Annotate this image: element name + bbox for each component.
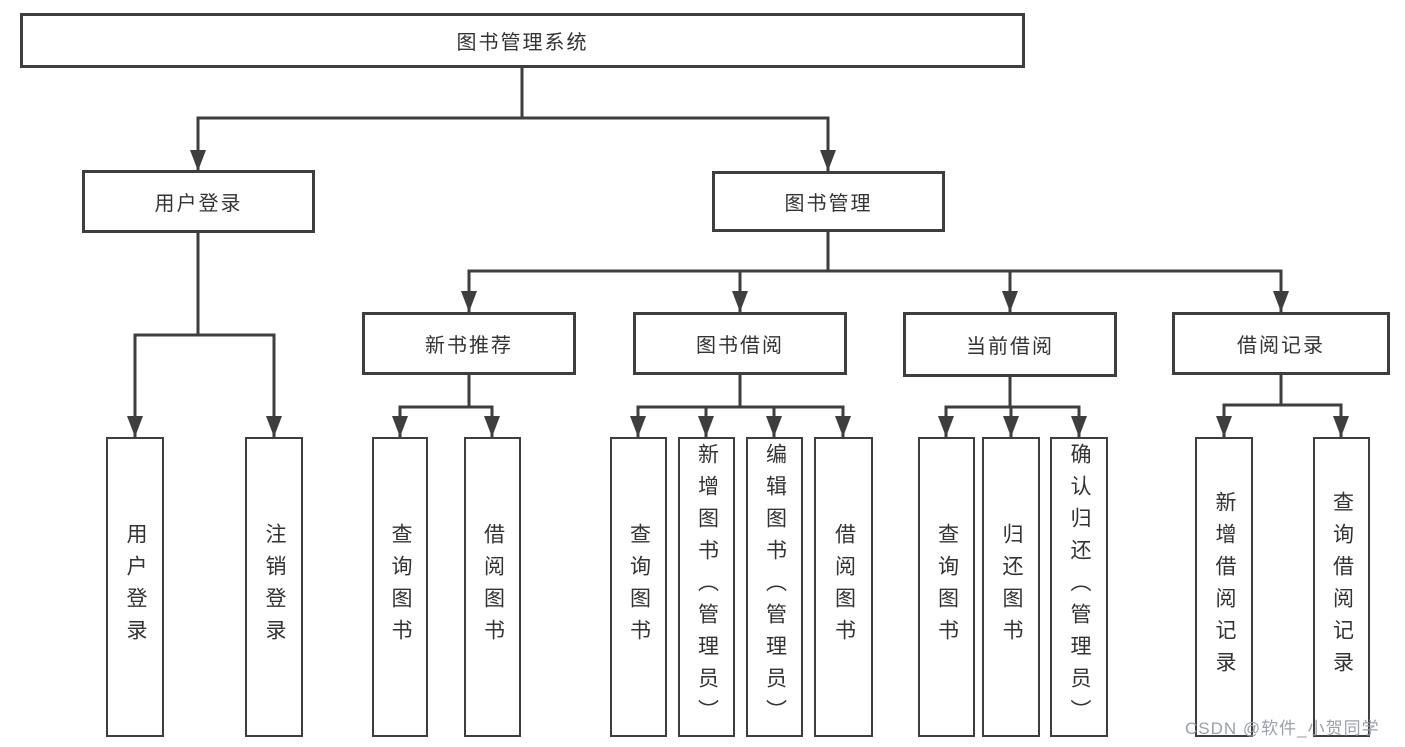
node-label: 图书管理系统 (456, 32, 589, 54)
node-borrowing-records: 借阅记录 (1172, 312, 1390, 375)
leaf-label: 注销登录 (263, 523, 287, 651)
node-label: 图书借阅 (696, 335, 784, 357)
node-book-borrowing: 图书借阅 (633, 312, 847, 375)
leaf-add-borrow-record: 新增借阅记录 (1195, 437, 1253, 737)
leaf-logout: 注销登录 (245, 437, 303, 737)
node-user-login: 用户登录 (82, 170, 315, 233)
node-label: 新书推荐 (425, 335, 513, 357)
leaf-edit-books-admin: 编辑图书（管理员） (746, 437, 803, 737)
leaf-query-borrow-record: 查询借阅记录 (1313, 437, 1370, 737)
leaf-label: 查询图书 (935, 523, 959, 651)
leaf-borrow-books-recommend: 借阅图书 (464, 437, 521, 737)
node-label: 当前借阅 (966, 336, 1054, 358)
leaf-label: 新增借阅记录 (1213, 491, 1237, 683)
leaf-add-books-admin: 新增图书（管理员） (678, 437, 735, 737)
arrowheads (127, 150, 1349, 437)
node-label: 借阅记录 (1237, 335, 1325, 357)
leaf-query-books-current: 查询图书 (918, 437, 975, 737)
node-label: 用户登录 (154, 193, 243, 215)
leaf-confirm-return-admin: 确认归还（管理员） (1050, 437, 1108, 737)
leaf-label: 新增图书（管理员） (695, 443, 719, 731)
node-new-book-recommend: 新书推荐 (362, 312, 576, 375)
leaf-borrow-books: 借阅图书 (814, 437, 873, 737)
leaf-label: 归还图书 (1000, 523, 1024, 651)
node-current-borrowing: 当前借阅 (903, 312, 1117, 377)
leaf-label: 查询图书 (627, 523, 651, 651)
leaf-label: 借阅图书 (832, 523, 856, 651)
leaf-label: 确认归还（管理员） (1068, 443, 1092, 731)
leaf-user-login: 用户登录 (106, 437, 164, 737)
leaf-label: 查询借阅记录 (1330, 491, 1354, 683)
leaf-label: 用户登录 (124, 523, 148, 651)
leaf-query-books-recommend: 查询图书 (372, 437, 428, 737)
leaf-label: 借阅图书 (481, 523, 505, 651)
csdn-watermark: CSDN @软件_小贺同学 (1185, 719, 1380, 738)
leaf-query-books-borrow: 查询图书 (610, 437, 667, 737)
leaf-return-books: 归还图书 (982, 437, 1040, 737)
node-book-management: 图书管理 (712, 171, 945, 232)
node-label: 图书管理 (784, 193, 873, 215)
node-library-management-system: 图书管理系统 (20, 13, 1025, 68)
leaf-label: 编辑图书（管理员） (763, 443, 787, 731)
leaf-label: 查询图书 (389, 523, 413, 651)
